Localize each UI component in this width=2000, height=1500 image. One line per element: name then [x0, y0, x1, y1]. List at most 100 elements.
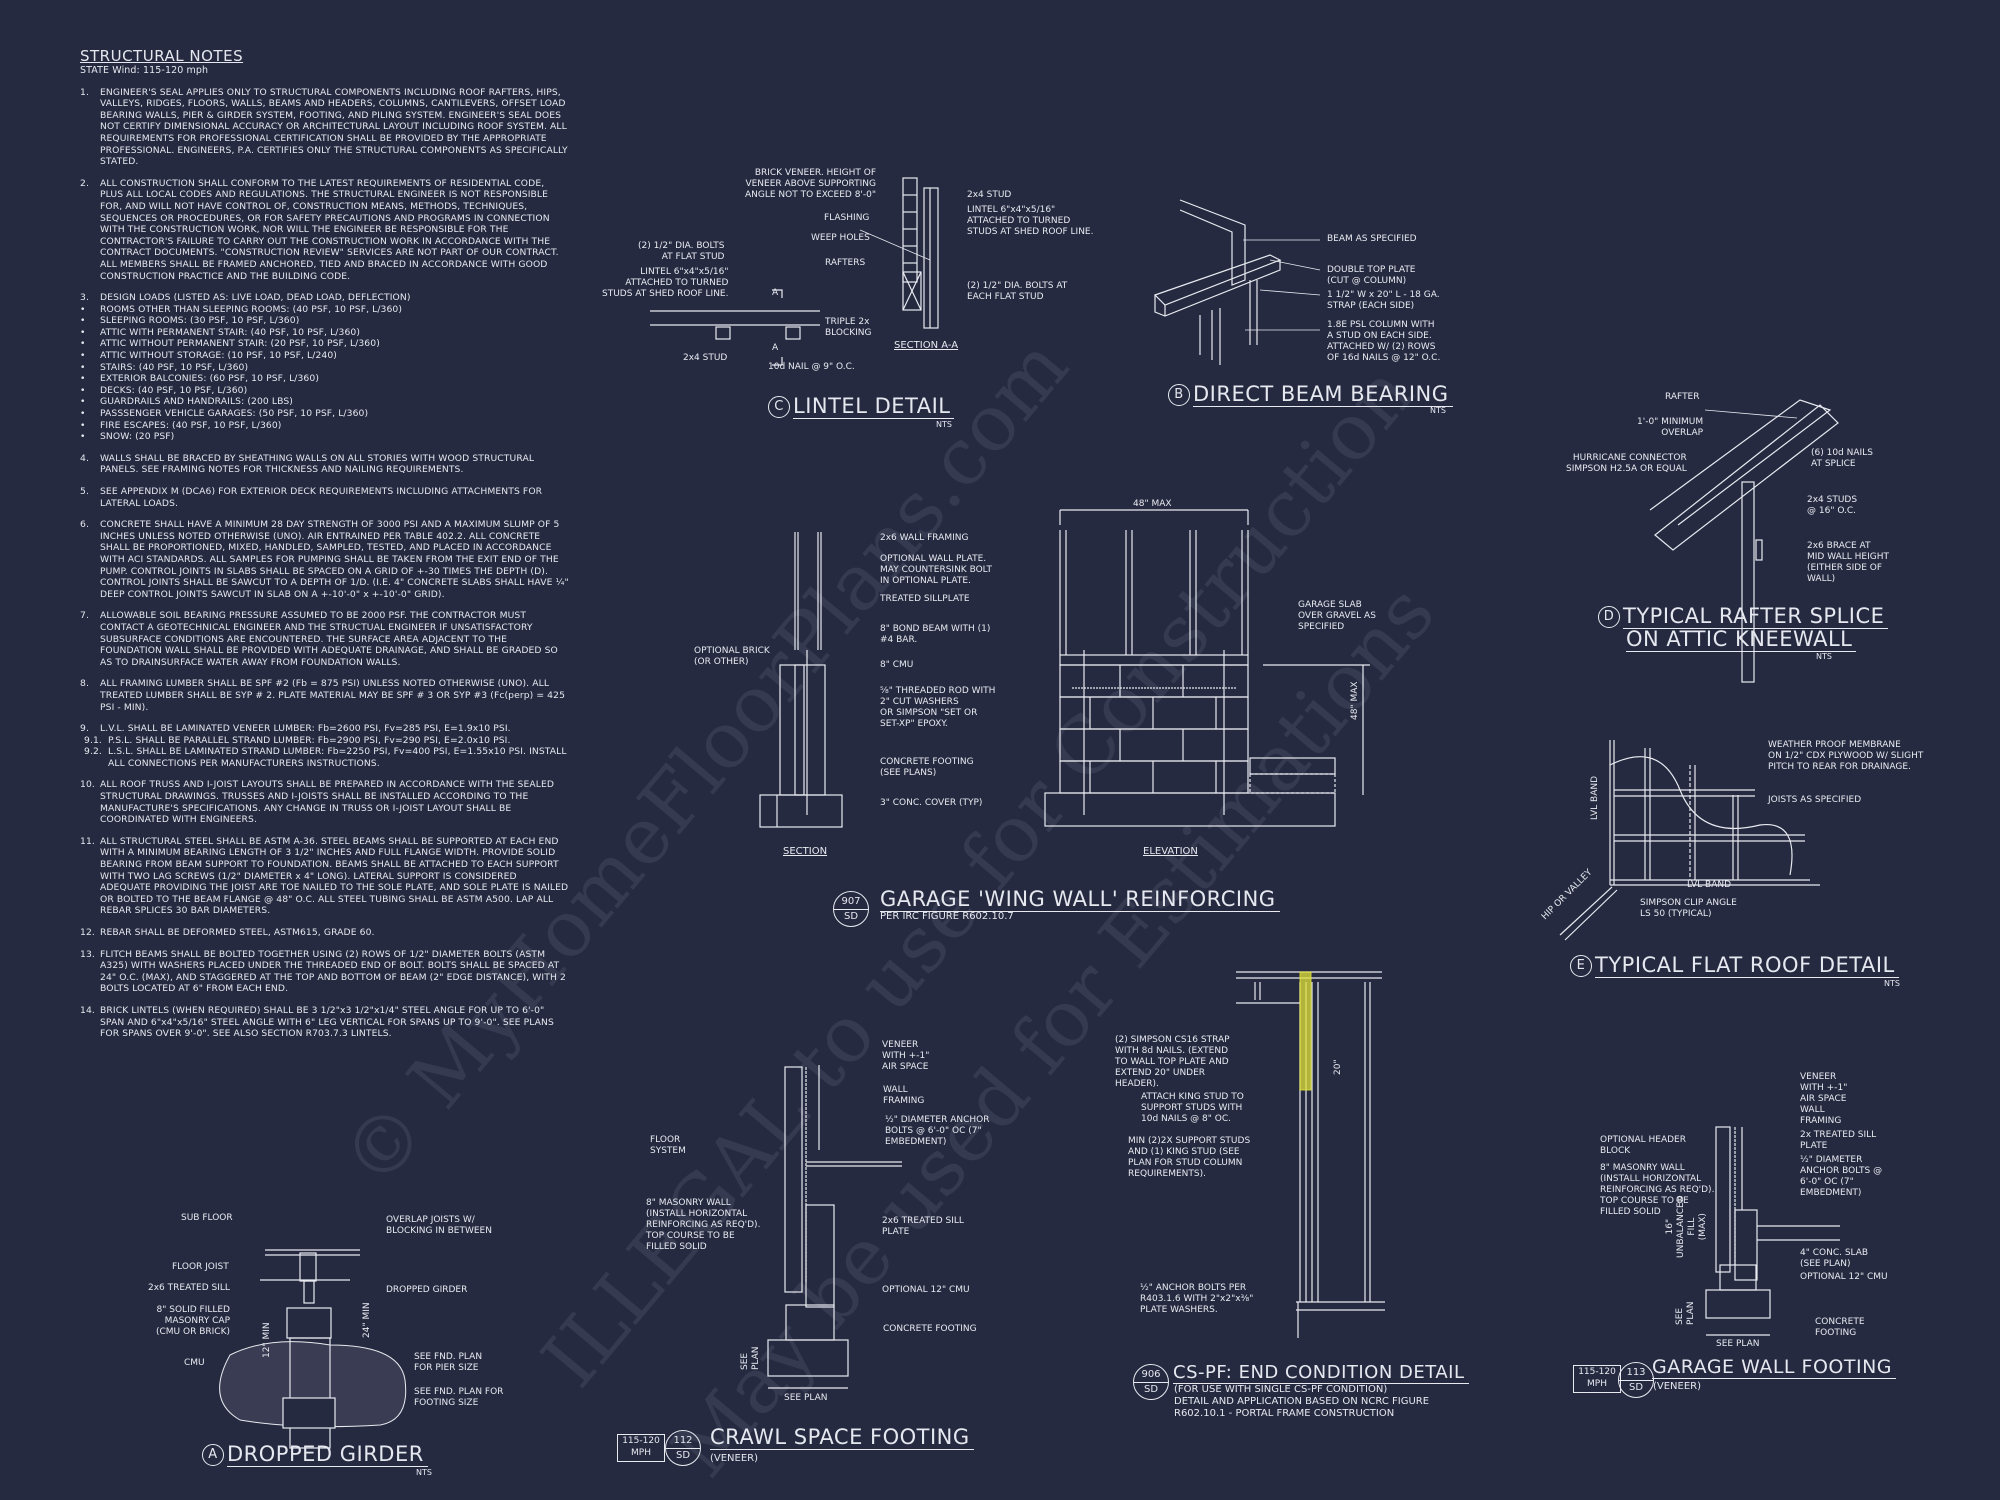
structural-notes: STRUCTURAL NOTES STATE Wind: 115-120 mph…: [80, 48, 570, 1050]
crawl-label-sill: 2x6 TREATED SILL PLATE: [882, 1216, 964, 1237]
dropped-girder-nts: NTS: [416, 1468, 432, 1477]
lintel-label-brick-veneer: BRICK VENEER. HEIGHT OF VENEER ABOVE SUP…: [745, 168, 877, 200]
lintel-cut-a-top: A: [772, 288, 779, 298]
flatroof-label-clip: SIMPSON CLIP ANGLE LS 50 (TYPICAL): [1640, 898, 1737, 919]
notes-subtitle: STATE Wind: 115-120 mph: [80, 65, 209, 76]
note-8: 8.ALL FRAMING LUMBER SHALL BE SPF #2 (Fb…: [80, 678, 566, 713]
design-load-item: •EXTERIOR BALCONIES: (60 PSF, 10 PSF, L/…: [80, 373, 320, 385]
wing-label-footing: CONCRETE FOOTING (SEE PLANS): [880, 757, 974, 778]
cs-pf-drawing: [1236, 971, 1385, 1338]
crawl-label-floor: FLOOR SYSTEM: [650, 1135, 686, 1156]
design-load-item: •STAIRS: (40 PSF, 10 PSF, L/360): [80, 361, 249, 373]
wing-wall-section-drawing: [759, 532, 843, 828]
girder-label-footing: SEE FND. PLAN FOR FOOTING SIZE: [414, 1387, 504, 1408]
crawl-label-veneer: VENEER WITH +-1" AIR SPACE: [882, 1040, 930, 1072]
lintel-nts: NTS: [936, 420, 952, 429]
lintel-label-bolts-flat: (2) 1/2" DIA. BOLTS AT FLAT STUD: [638, 241, 725, 262]
girder-label-cmu: CMU: [184, 1358, 205, 1368]
note-9-2: 9.2.L.S.L. SHALL BE LAMINATED STRAND LUM…: [84, 746, 567, 769]
detail-marker-d: D: [1598, 606, 1620, 628]
cspf-subtitle-2: DETAIL AND APPLICATION BASED ON NCRC FIG…: [1174, 1396, 1430, 1407]
lintel-label-stud-right: 2x4 STUD: [967, 190, 1012, 200]
design-load-item: •SNOW: (20 PSF): [80, 431, 175, 443]
design-load-item: •SLEEPING ROOMS: (30 PSF, 10 PSF, L/360): [80, 315, 300, 327]
cspf-subtitle-1: (FOR USE WITH SINGLE CS-PF CONDITION): [1174, 1384, 1388, 1395]
wing-label-opt-plate: OPTIONAL WALL PLATE. MAY COUNTERSINK BOL…: [880, 554, 992, 586]
crawl-label-cmu12: OPTIONAL 12" CMU: [882, 1285, 970, 1295]
lintel-label-weep-holes: WEEP HOLES: [811, 233, 870, 243]
beam-bearing-nts: NTS: [1430, 406, 1446, 415]
beam-label-column: 1.8E PSL COLUMN WITH A STUD ON EACH SIDE…: [1327, 320, 1441, 363]
beam-bearing-drawing: [1153, 199, 1321, 365]
wing-label-sillplate: TREATED SILLPLATE: [880, 594, 970, 604]
detail-marker-e: E: [1570, 955, 1592, 977]
girder-label-girder: DROPPED GIRDER: [386, 1285, 468, 1295]
flat-roof-drawing: [1559, 740, 1820, 941]
wing-label-section: SECTION: [783, 846, 828, 857]
girder-label-pier: SEE FND. PLAN FOR PIER SIZE: [414, 1352, 483, 1373]
wing-label-max-width: 48" MAX: [1133, 499, 1172, 509]
garage-footing-title: GARAGE WALL FOOTING: [1652, 1356, 1897, 1379]
rafter-label-overlap: 1'-0" MINIMUM OVERLAP: [1637, 417, 1704, 438]
detail-marker-c: C: [768, 396, 790, 418]
wing-label-opt-brick: OPTIONAL BRICK (OR OTHER): [694, 646, 770, 667]
flatroof-label-membrane: WEATHER PROOF MEMBRANE ON 1/2" CDX PLYWO…: [1768, 740, 1924, 772]
beam-label-strap: 1 1/2" W x 20" L - 18 GA. STRAP (EACH SI…: [1327, 290, 1440, 311]
note-12: 12.REBAR SHALL BE DEFORMED STEEL, ASTM61…: [80, 927, 375, 938]
design-load-item: •ATTIC WITHOUT PERMANENT STAIR: (20 PSF,…: [80, 338, 380, 350]
note-9: 9.L.V.L. SHALL BE LAMINATED VENEER LUMBE…: [80, 723, 570, 769]
rafter-label-brace: 2x6 BRACE AT MID WALL HEIGHT (EITHER SID…: [1807, 541, 1890, 584]
rafter-splice-title-2: ON ATTIC KNEEWALL: [1626, 627, 1857, 652]
wing-label-max-height: 48" MAX: [1350, 681, 1360, 720]
note-2: 2.ALL CONSTRUCTION SHALL CONFORM TO THE …: [80, 177, 559, 282]
rafter-label-rafter: RAFTER: [1665, 392, 1700, 402]
garage-label-masonry: 8" MASONRY WALL (INSTALL HORIZONTAL REIN…: [1600, 1163, 1715, 1217]
note-11: 11.ALL STRUCTURAL STEEL SHALL BE ASTM A-…: [80, 835, 569, 917]
cspf-label-dim: 20": [1333, 1059, 1343, 1075]
cspf-subtitle-3: R602.10.1 - PORTAL FRAME CONSTRUCTION: [1174, 1408, 1395, 1419]
note-13: 13.FLITCH BEAMS SHALL BE BOLTED TOGETHER…: [80, 948, 566, 995]
flatroof-label-joists: JOISTS AS SPECIFIED: [1768, 795, 1862, 805]
girder-label-subfloor: SUB FLOOR: [181, 1213, 233, 1223]
note-5: 5.SEE APPENDIX M (DCA6) FOR EXTERIOR DEC…: [80, 486, 543, 509]
girder-label-overlap: OVERLAP JOISTS W/ BLOCKING IN BETWEEN: [386, 1215, 492, 1236]
rafter-label-nails: (6) 10d NAILS AT SPLICE: [1811, 448, 1873, 469]
garage-label-footing: CONCRETE FOOTING: [1815, 1317, 1865, 1338]
garage-label-cmu12: OPTIONAL 12" CMU: [1800, 1272, 1888, 1282]
wing-wall-subtitle: PER IRC FIGURE R602.10.7: [880, 911, 1014, 922]
design-load-item: •ROOMS OTHER THAN SLEEPING ROOMS: (40 PS…: [80, 303, 403, 315]
lintel-section-a-a: SECTION A-A: [894, 340, 959, 351]
flatroof-label-lvl-horizontal: LVL BAND: [1687, 880, 1732, 890]
girder-label-12-min: 12" MIN: [262, 1322, 272, 1358]
garage-label-see-plan: SEE PLAN: [1716, 1339, 1760, 1349]
design-loads-list: •ROOMS OTHER THAN SLEEPING ROOMS: (40 PS…: [80, 304, 570, 443]
note-6: 6.CONCRETE SHALL HAVE A MINIMUM 28 DAY S…: [80, 519, 569, 600]
garage-label-framing: WALL FRAMING: [1800, 1105, 1842, 1126]
crawl-space-subtitle: (VENEER): [710, 1453, 759, 1464]
note-1: 1.ENGINEER'S SEAL APPLIES ONLY TO STRUCT…: [80, 86, 568, 168]
wing-label-bond-beam: 8" BOND BEAM WITH (1) #4 BAR.: [880, 624, 991, 645]
crawl-label-framing: WALL FRAMING: [883, 1085, 925, 1106]
note-14: 14.BRICK LINTELS (WHEN REQUIRED) SHALL B…: [80, 1004, 554, 1040]
lintel-label-flashing: FLASHING: [824, 213, 870, 223]
garage-label-anchor: ½" DIAMETER ANCHOR BOLTS @ 6'-0" OC (7" …: [1800, 1155, 1883, 1198]
girder-label-sill: 2x6 TREATED SILL: [148, 1283, 230, 1293]
design-load-item: •ATTIC WITHOUT STORAGE: (10 PSF, 10 PSF,…: [80, 350, 337, 362]
lintel-detail-drawing: [650, 177, 939, 366]
wing-label-slab: GARAGE SLAB OVER GRAVEL AS SPECIFIED: [1298, 600, 1376, 632]
detail-marker-b: B: [1168, 384, 1190, 406]
lintel-cut-a-bottom: A: [772, 343, 779, 353]
design-load-item: •DECKS: (40 PSF, 10 PSF, L/360): [80, 384, 248, 396]
crawl-space-title: CRAWL SPACE FOOTING: [710, 1425, 974, 1450]
garage-label-slab: 4" CONC. SLAB (SEE PLAN): [1800, 1248, 1869, 1269]
design-load-item: •GUARDRAILS AND HANDRAILS: (200 LBS): [80, 396, 293, 408]
detail-marker-a: A: [202, 1444, 224, 1466]
lintel-label-lintel-left: LINTEL 6"x4"x5/16" ATTACHED TO TURNED ST…: [602, 267, 729, 299]
